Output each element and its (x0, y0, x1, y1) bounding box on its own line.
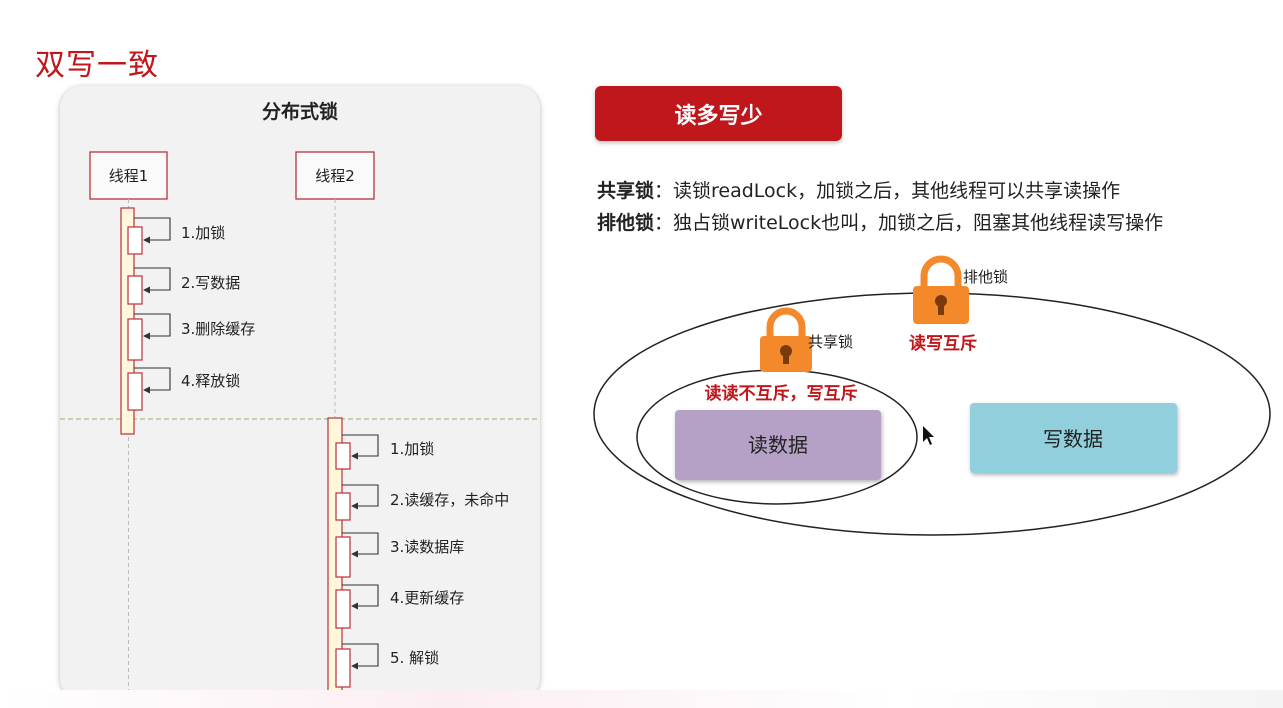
shared-lock-text: ：读锁readLock，加锁之后，其他线程可以共享读操作 (654, 180, 1121, 202)
t2-step4-arrowhead (351, 602, 358, 610)
thread2-box (295, 151, 375, 200)
exclusive-lock-text: ：独占锁writeLock也叫，加锁之后，阻塞其他线程读写操作 (654, 212, 1164, 234)
t1-step1-arrowhead (143, 236, 150, 244)
shared-lock-label: 共享锁 (808, 333, 853, 351)
t2-step2-arrow (342, 484, 379, 507)
t2-step5-label: 5. 解锁 (390, 649, 439, 667)
t2-step2-arrowhead (351, 502, 358, 510)
t2-step4-block (335, 589, 351, 629)
t1-step3-label: 3.删除缓存 (181, 320, 255, 338)
t1-step3-arrowhead (143, 332, 150, 340)
t1-step2-block (127, 275, 143, 305)
t2-step1-block (335, 442, 351, 470)
t2-step4-label: 4.更新缓存 (390, 589, 464, 607)
bottom-strip (0, 690, 1283, 708)
t1-step4-block (127, 372, 143, 411)
t2-step1-arrow (342, 434, 379, 457)
page-title: 双写一致 (35, 48, 159, 83)
t2-step3-block (335, 536, 351, 578)
t1-step3-arrow (134, 313, 171, 337)
mouse-cursor-icon (923, 426, 934, 445)
t2-step1-label: 1.加锁 (390, 440, 434, 458)
t1-step2-label: 2.写数据 (181, 274, 240, 292)
thread1-label: 线程1 (109, 167, 149, 185)
t1-step1-label: 1.加锁 (181, 224, 225, 242)
thread2-label: 线程2 (315, 167, 355, 185)
sequence-title: 分布式锁 (262, 100, 338, 123)
exclusive-lock-term: 排他锁 (597, 212, 655, 234)
exclusive-lock-label: 排他锁 (963, 268, 1008, 286)
t2-step3-arrow (342, 532, 379, 555)
t2-step5-arrow (342, 643, 379, 667)
exclusive-lock-icon (913, 255, 969, 324)
t1-step4-label: 4.释放锁 (181, 372, 240, 390)
shared-lock-icon (760, 307, 812, 372)
read-data-label: 读数据 (748, 433, 808, 457)
t1-step4-arrowhead (143, 386, 150, 394)
t1-step1-block (127, 226, 143, 255)
t1-step1-arrow (134, 217, 171, 241)
t2-step2-block (335, 492, 351, 521)
sequence-diagram: 分布式锁 线程1 线程2 1 (60, 100, 540, 700)
t1-step4-arrow (134, 367, 171, 391)
t2-step1-arrowhead (351, 452, 358, 460)
lock-scope-diagram: 读数据 写数据 排他锁 读写互斥 共享锁 读读不互斥，写互斥 (593, 255, 1271, 536)
t2-step4-arrow (342, 584, 379, 607)
read-data-box (675, 410, 881, 480)
t1-step2-arrow (134, 267, 171, 291)
thread1-box (89, 151, 168, 200)
shared-lock-description: 共享锁：读锁readLock，加锁之后，其他线程可以共享读操作 (597, 176, 1120, 203)
write-data-box (970, 403, 1177, 473)
shared-lock-term: 共享锁 (597, 180, 655, 202)
t2-step5-arrowhead (351, 662, 358, 670)
t1-step3-block (127, 318, 143, 361)
shared-lock-rule: 读读不互斥，写互斥 (705, 383, 858, 404)
t2-step5-block (335, 648, 351, 688)
sequence-diagram-panel: 分布式锁 线程1 线程2 1 (60, 86, 540, 700)
t2-step3-arrowhead (351, 550, 358, 558)
t2-step2-label: 2.读缓存，未命中 (390, 491, 509, 509)
t1-step2-arrowhead (143, 286, 150, 294)
exclusive-lock-rule: 读写互斥 (909, 333, 977, 354)
exclusive-lock-description: 排他锁：独占锁writeLock也叫，加锁之后，阻塞其他线程读写操作 (597, 208, 1163, 235)
read-heavy-banner: 读多写少 (595, 86, 842, 141)
t2-step3-label: 3.读数据库 (390, 538, 464, 556)
write-data-label: 写数据 (1043, 427, 1103, 451)
